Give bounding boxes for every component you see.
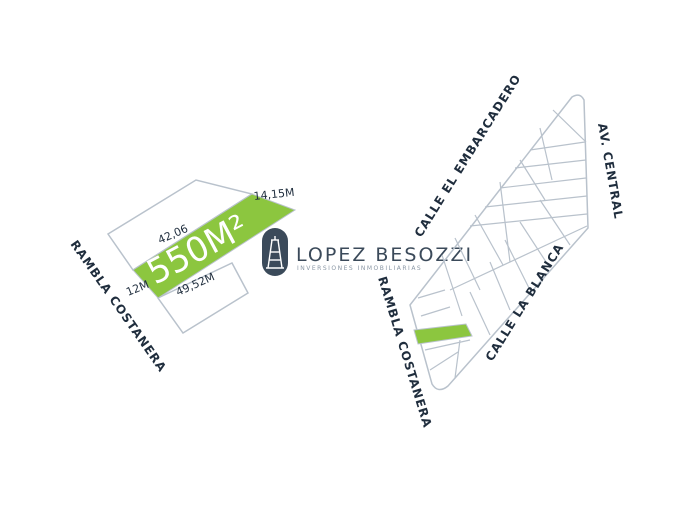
back-width-label: 12M <box>124 278 151 299</box>
lot-lines <box>417 109 588 379</box>
neighbor-lot-lower <box>156 262 249 335</box>
plot-detail: 550M² 14,15M 42,06 12M 49,52M RAMBLA COS… <box>68 179 297 375</box>
tower-icon <box>266 236 284 269</box>
logo-name: LOPEZ BESOZZI <box>296 244 473 266</box>
block-outline <box>409 94 589 391</box>
street-label-av-central: AV. CENTRAL <box>595 122 626 220</box>
highlighted-lot <box>132 193 297 299</box>
logo-tagline: INVERSIONES INMOBILIARIAS <box>297 265 422 272</box>
street-label-la-blanca: CALLE LA BLANCA <box>483 241 567 364</box>
block-map <box>409 94 589 391</box>
street-label-rambla-block: RAMBLA COSTANERA <box>375 275 434 430</box>
company-logo: LOPEZ BESOZZI INVERSIONES INMOBILIARIAS <box>262 228 473 276</box>
block-highlighted-lot <box>413 323 473 345</box>
street-label-embarcadero: CALLE EL EMBARCADERO <box>412 72 524 240</box>
front-width-label: 14,15M <box>253 186 295 203</box>
